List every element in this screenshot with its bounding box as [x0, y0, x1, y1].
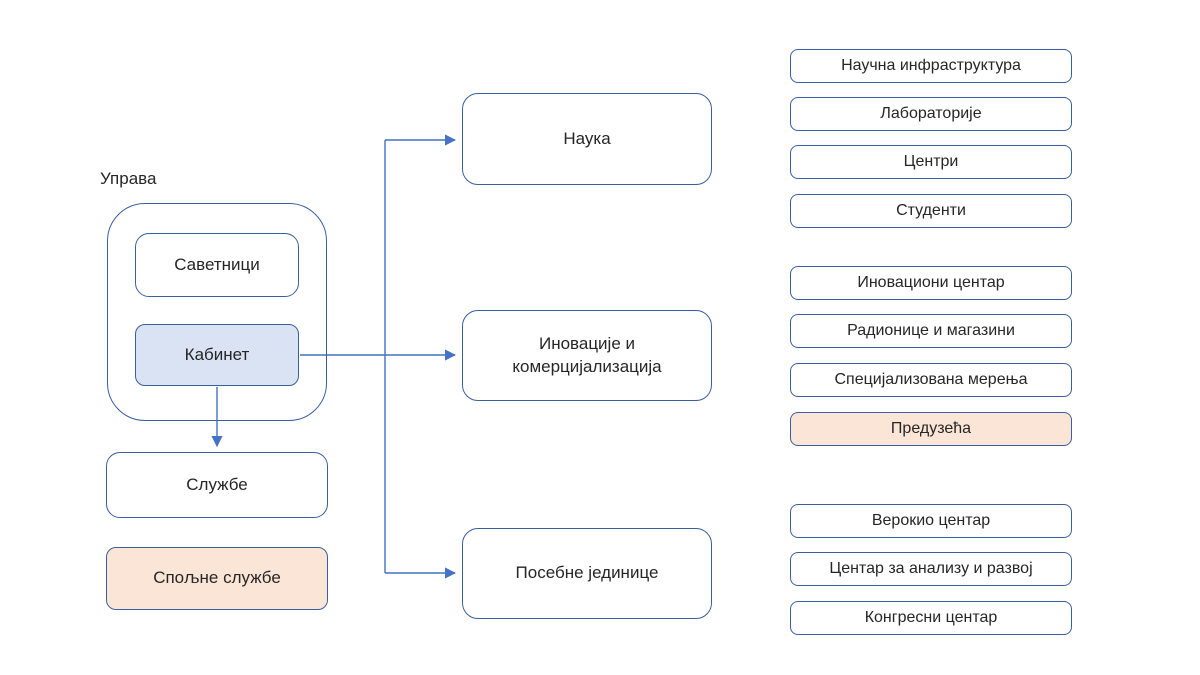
uprava-group-container: [107, 203, 327, 421]
list-item-radionice-magacini: Радионице и магазини: [790, 314, 1072, 348]
list-item-centar-analiza-razvoj: Центар за анализу и развој: [790, 552, 1072, 586]
list-item-verokio-centar: Верокио центар: [790, 504, 1072, 538]
list-item-centri: Центри: [790, 145, 1072, 179]
node-sluzbe: Службе: [106, 452, 328, 518]
node-kabinet: Кабинет: [135, 324, 299, 386]
list-item-inovacioni-centar: Иновациони центар: [790, 266, 1072, 300]
node-posebne-jedinice: Посебне јединице: [462, 528, 712, 619]
uprava-label: Управа: [100, 169, 157, 188]
node-spoljne-sluzbe: Спољне службе: [106, 547, 328, 610]
list-item-kongresni-centar: Конгресни центар: [790, 601, 1072, 635]
list-item-naucna-infrastruktura: Научна инфраструктура: [790, 49, 1072, 83]
node-savetnici: Саветници: [135, 233, 299, 297]
list-item-preduzeca: Предузећа: [790, 412, 1072, 446]
node-nauka: Наука: [462, 93, 712, 185]
list-item-laboratorije: Лабораторије: [790, 97, 1072, 131]
list-item-studenti: Студенти: [790, 194, 1072, 228]
list-item-specijalizovana-merenja: Специјализована мерења: [790, 363, 1072, 397]
node-inovacije: Иновације и комерцијализација: [462, 310, 712, 401]
